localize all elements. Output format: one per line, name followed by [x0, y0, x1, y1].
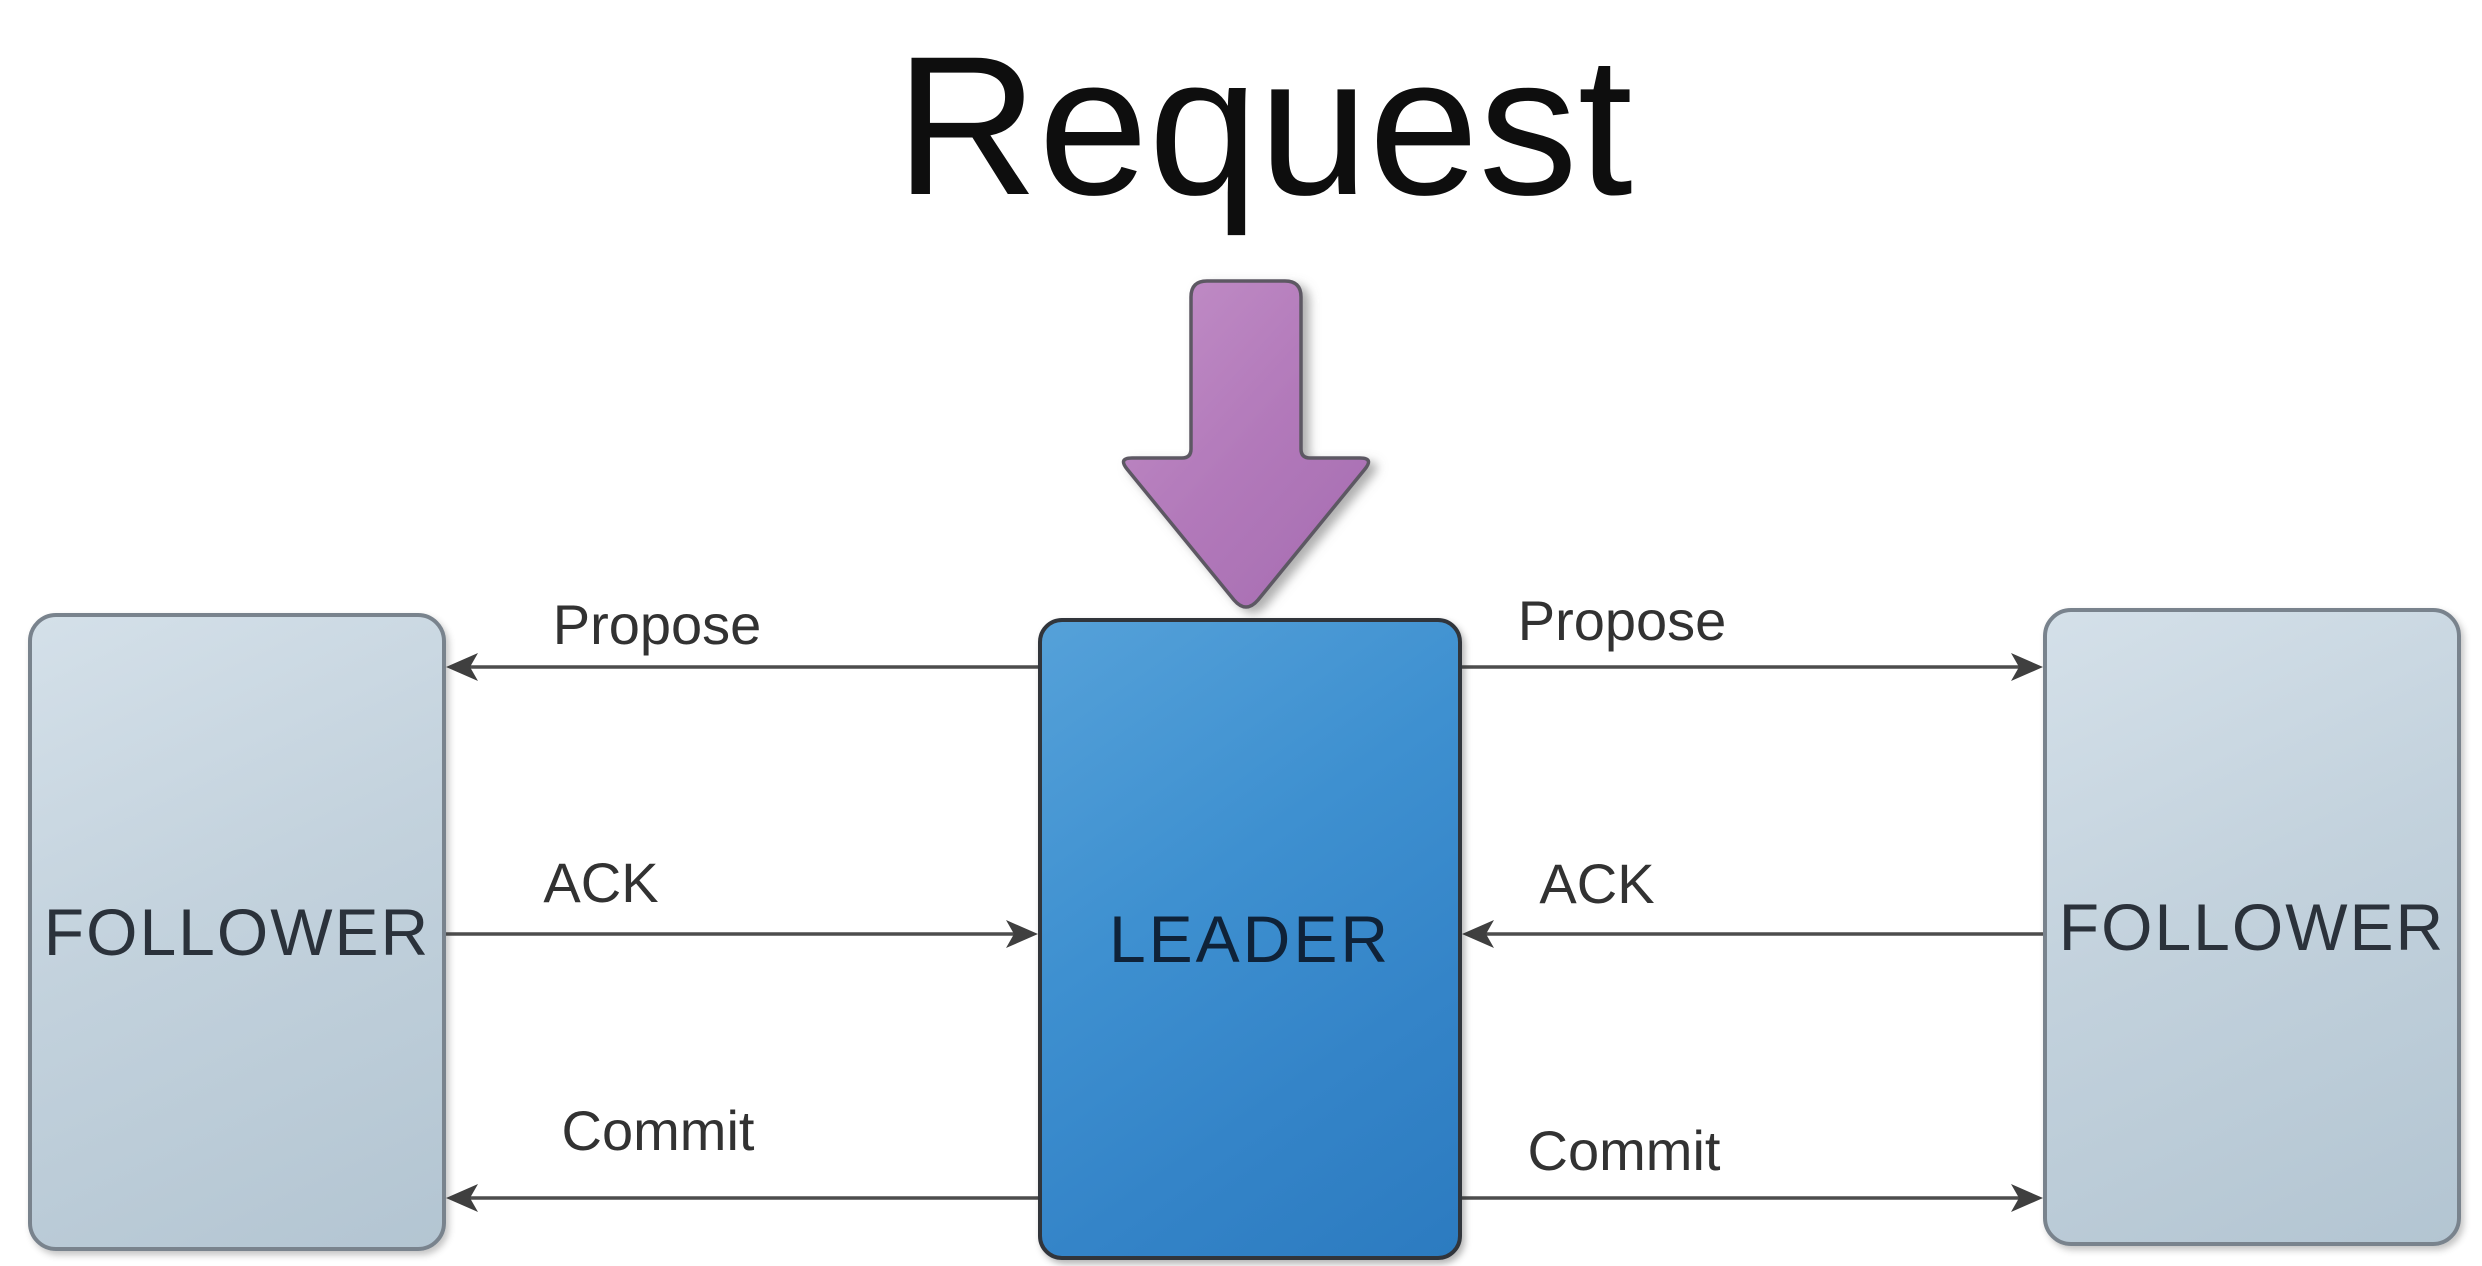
leader-label: LEADER [1108, 902, 1392, 976]
follower-node-left: FOLLOWER [28, 613, 446, 1251]
ack-label-right: ACK [1539, 852, 1655, 915]
propose-arrow-right [1462, 653, 2043, 681]
commit-arrow-left [446, 1184, 1038, 1212]
follower-node-right: FOLLOWER [2043, 608, 2461, 1246]
ack-label-left: ACK [543, 851, 659, 914]
ack-arrow-left [446, 920, 1038, 948]
follower-left-label: FOLLOWER [43, 895, 431, 969]
follower-right-label: FOLLOWER [2058, 890, 2446, 964]
commit-arrow-right [1462, 1184, 2043, 1212]
ack-arrow-right [1462, 920, 2043, 948]
propose-arrow-left [446, 653, 1038, 681]
down-block-arrow-icon [1121, 279, 1371, 609]
diagram-title: Request [895, 15, 1633, 236]
commit-label-left: Commit [561, 1099, 755, 1162]
propose-label-left: Propose [552, 593, 762, 656]
leader-node: LEADER [1038, 618, 1462, 1260]
propose-label-right: Propose [1517, 589, 1727, 652]
commit-label-right: Commit [1527, 1119, 1721, 1182]
